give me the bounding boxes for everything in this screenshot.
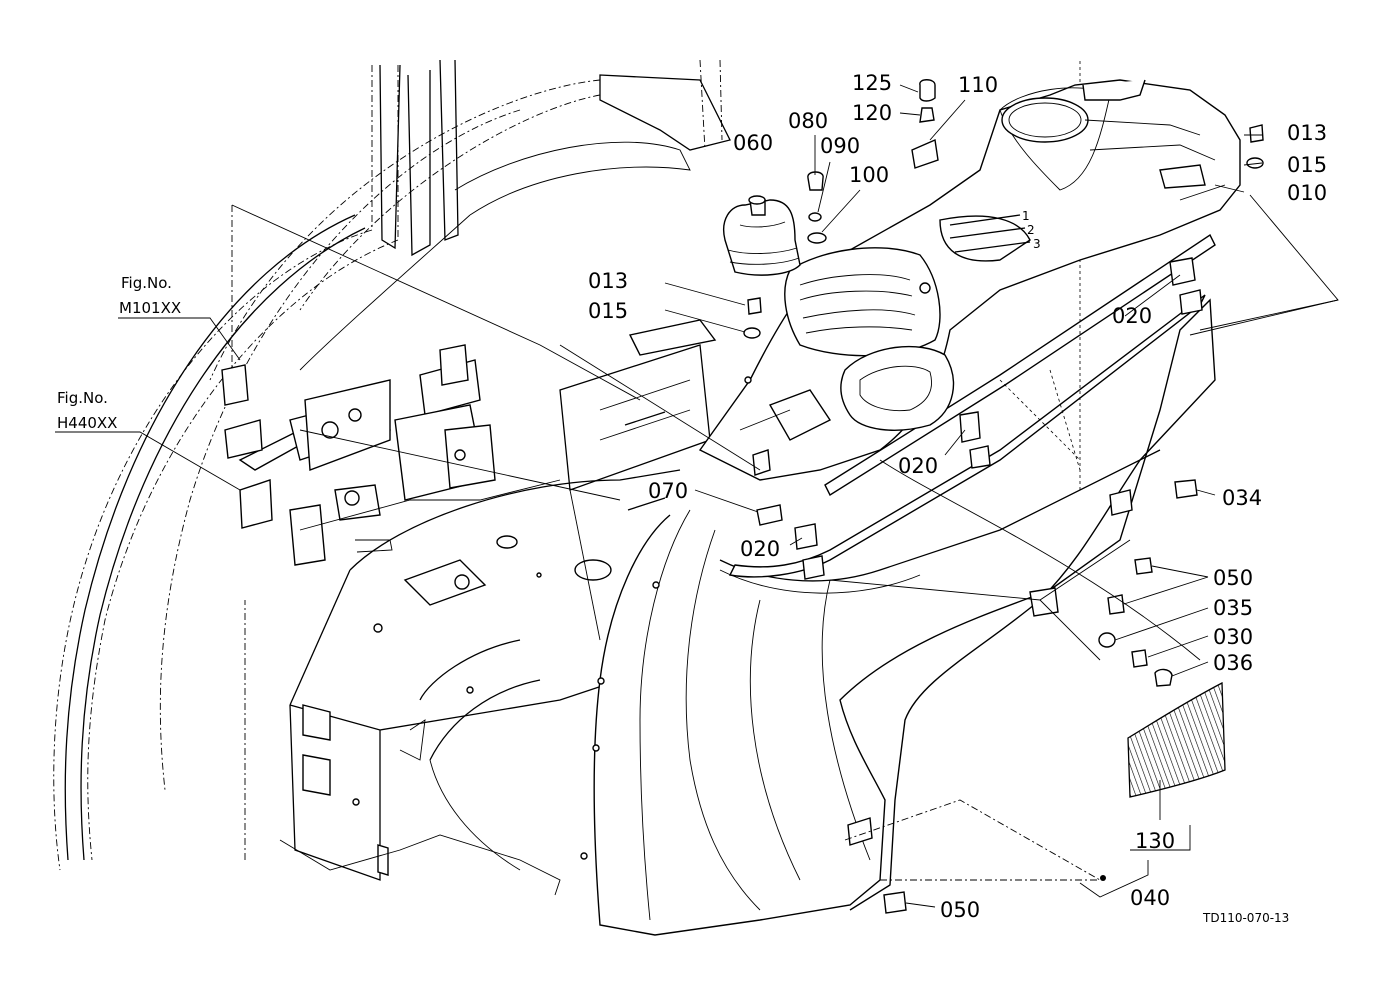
slot-number-3: 3 — [1033, 237, 1041, 251]
bolt-013-left — [747, 297, 762, 315]
part-label: 050 — [1213, 566, 1253, 590]
part-label: 125 — [852, 71, 892, 95]
boot-060 — [723, 195, 801, 276]
figure-ref-number: H440XX — [57, 414, 117, 432]
washer-035 — [1098, 632, 1116, 648]
part-label: 060 — [733, 131, 773, 155]
part-label: 100 — [849, 163, 889, 187]
cab-frame-outline — [53, 59, 731, 871]
cap-125 — [919, 79, 936, 102]
clip-070 — [756, 504, 783, 526]
part-label: 013 — [588, 269, 628, 293]
figure-ref-prefix: Fig.No. — [121, 274, 172, 292]
bolt-120 — [919, 107, 935, 123]
bolt-030 — [1131, 649, 1148, 668]
cap-036 — [1154, 668, 1173, 687]
screw-040 — [1100, 875, 1106, 881]
part-label: 020 — [1112, 304, 1152, 328]
part-label: 035 — [1213, 596, 1253, 620]
console-010: 1 2 3 — [698, 79, 1241, 481]
knob-080 — [807, 171, 824, 191]
figure-ref-prefix: Fig.No. — [57, 389, 108, 407]
floor-panel — [244, 319, 717, 896]
part-label: 080 — [788, 109, 828, 133]
part-label: 050 — [940, 898, 980, 922]
part-label: 015 — [1287, 153, 1327, 177]
front-panel-040 — [580, 298, 1216, 936]
figure-ref-number: M101XX — [119, 299, 181, 317]
part-label: 013 — [1287, 121, 1327, 145]
part-label: 040 — [1130, 886, 1170, 910]
part-label: 015 — [588, 299, 628, 323]
bolt-013-right — [1249, 124, 1264, 143]
leader-lines — [55, 84, 1339, 908]
part-label: 030 — [1213, 625, 1253, 649]
part-label: 070 — [648, 479, 688, 503]
grommet-034 — [1174, 479, 1198, 499]
bolt-050-a — [1134, 557, 1153, 575]
part-label: 036 — [1213, 651, 1253, 675]
bolt-050-bottom — [883, 891, 907, 914]
drawing-code: TD110-070-13 — [1202, 911, 1289, 925]
figure-ref-m101xx: Fig.No. M101XX — [119, 274, 181, 317]
part-label: 020 — [740, 537, 780, 561]
figure-ref-h440xx: Fig.No. H440XX — [57, 389, 117, 432]
part-labels: 125 120 110 080 090 100 060 013 015 010 … — [588, 71, 1327, 922]
fasteners — [743, 79, 1264, 914]
slot-number-1: 1 — [1022, 209, 1030, 223]
part-label: 020 — [898, 454, 938, 478]
part-label: 010 — [1287, 181, 1327, 205]
part-label: 120 — [852, 101, 892, 125]
part-label: 130 — [1135, 829, 1175, 853]
bracket-110 — [911, 138, 939, 169]
washer-015-left — [743, 327, 761, 339]
part-label: 110 — [958, 73, 998, 97]
bolt-050-b — [1107, 594, 1125, 615]
part-label: 034 — [1222, 486, 1262, 510]
washer-015-right — [1246, 157, 1264, 169]
figure-ref-underlines — [55, 317, 195, 433]
part-label: 090 — [820, 134, 860, 158]
side-rails — [728, 60, 1216, 580]
decal-130 — [1127, 681, 1226, 798]
left-bracket-assembly — [221, 344, 561, 566]
washer-090 — [808, 212, 822, 222]
washer-100 — [807, 232, 827, 244]
slot-number-2: 2 — [1027, 223, 1035, 237]
